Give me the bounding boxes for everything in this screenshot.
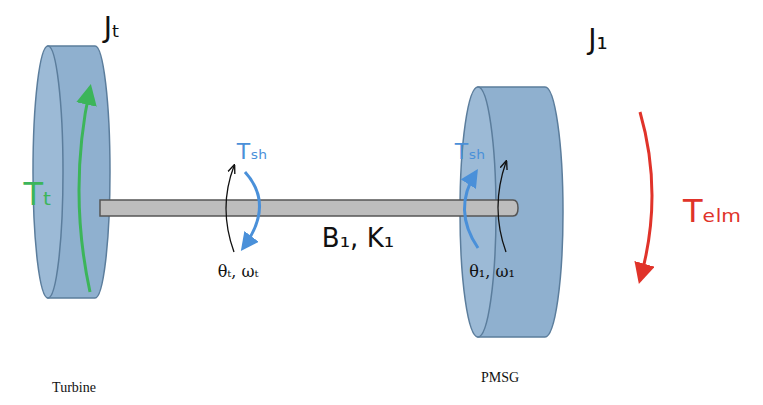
rotation-arrow (498, 162, 506, 252)
shaft-parameter-label: B₁, K₁ (322, 224, 394, 253)
state-label: θ₁, ω₁ (469, 262, 515, 281)
torque-label: Tₑₗₘ (683, 194, 741, 229)
inertia-label: Jₜ (104, 13, 121, 44)
torque-label: Tₜ (24, 175, 53, 213)
shaft (100, 200, 518, 216)
turbine-disk (33, 46, 110, 298)
torque-label: Tₛₕ (455, 140, 486, 164)
inertia-label: J₁ (588, 25, 607, 56)
part-name: PMSG (481, 370, 519, 385)
part-name: PMSG (481, 370, 519, 385)
shaft-torque-arrow (243, 172, 260, 248)
turbine-torque-arrow (79, 88, 90, 292)
shaft-torque-arrow (464, 172, 478, 248)
state-label: θₜ, ωₜ (218, 263, 259, 281)
state-label: θ₁, ω₁ (469, 263, 515, 281)
electromagnetic-torque-arrow (640, 112, 652, 280)
torque-label: Tₜ (24, 177, 53, 212)
shaft-parameter-label: B₁, K₁ (322, 223, 394, 253)
torque-label: Tₛₕ (455, 139, 486, 164)
inertia-label: J₁ (588, 23, 607, 56)
torque-label: Tₛₕ (237, 140, 268, 164)
rotation-arrow (226, 166, 234, 252)
torque-label: Tₛₕ (237, 139, 268, 164)
part-name: Turbine (52, 380, 96, 395)
state-label: θₜ, ωₜ (218, 262, 259, 281)
inertia-label: Jₜ (104, 11, 121, 44)
torque-label: Tₑₗₘ (683, 192, 741, 230)
part-name: Turbine (52, 380, 96, 395)
